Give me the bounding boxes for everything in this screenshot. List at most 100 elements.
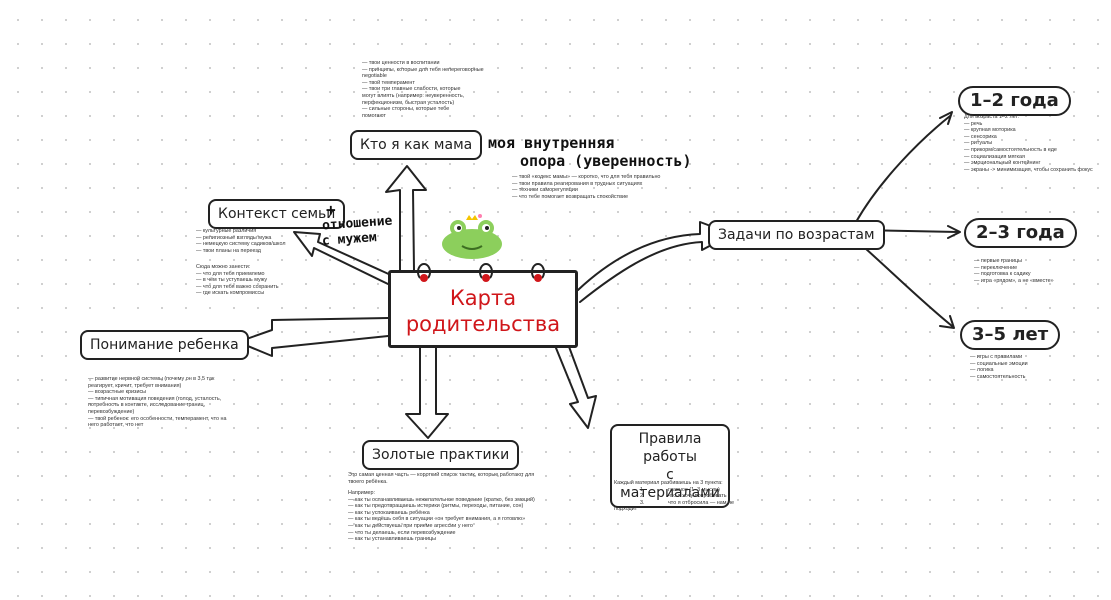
rules-item-text: главное (1–3 мысли) [668,486,720,493]
note-line: — что для тебя приемлемо [196,270,265,277]
note-family-context: — культурные различия— религиозные взгля… [196,228,285,254]
note-age-2-3: — первые границы— переключение— подготов… [974,258,1054,284]
node-golden-practices[interactable]: Золотые практики [362,440,520,470]
note-line: — крупная моторика [964,127,1016,134]
calendar-ring-icon [417,263,431,282]
note-line: — как ты устанавливаешь границы [348,536,437,543]
note-line: — где искать компромиссы [196,290,265,297]
note-line: — как ты предотвращаешь истерики (ритмы,… [348,503,524,510]
note-age-3-5: — игры с правилами— социальные эмоции— л… [970,354,1028,380]
note-line: — сенсорика [964,133,997,140]
note-line: потребность в контакте, исследование гра… [88,402,206,409]
note-line: Например: [348,490,376,496]
inner-support-annotation-line2: опора (уверенность) [520,152,692,170]
note-line: перфекционизм, быстрая усталость) [362,99,455,106]
note-line: — твой темперамент [362,79,415,86]
central-title-line2: родительства [405,312,561,336]
note-line: — твой ребенок: его особенности, темпера… [88,415,227,422]
node-age-tasks[interactable]: Задачи по возрастам [708,220,885,250]
central-title-line1: Карта [449,286,517,310]
note-line: — прикорм/самостоятельность в еде [964,146,1057,153]
note-line: — как ты останавливаешь нежелательное по… [348,496,535,503]
note-line: — твои ценности в воспитании [362,60,440,66]
note-inner-support: — твой «кодекс мамы» — коротко, что для … [512,174,660,200]
note-line: — что тебе помогает возвращать спокойств… [512,193,628,200]
note-line: — в чём ты уступаешь мужу [196,277,268,284]
note-line: — техники саморегуляции [512,187,578,194]
node-understanding-child[interactable]: Понимание ребенка [80,330,249,360]
rules-list-item: 2. что я хочу попробовать [614,493,764,500]
note-line: — речь [964,120,983,127]
central-card-parenting-map[interactable]: Карта родительства [388,263,578,348]
note-line: negotiable [362,73,387,80]
note-line: — что ты делаешь, если перевозбуждение [348,529,456,536]
note-line: — подготовка к садику [974,271,1031,278]
note-line: — религиозные взгляды мужа [196,234,272,241]
rules-intro: Каждый материал разбиваешь на 3 пункта: [614,480,723,486]
node-who-am-i[interactable]: Кто я как мама [350,130,483,160]
note-line: — игры с правилами [970,354,1023,360]
rules-title-line2: с материалами [620,467,720,501]
node-rules-materials[interactable]: Правила работы с материалами [610,424,730,508]
note-line: — как ты действуешь при приеме агрессии … [348,522,473,529]
note-line: твоего ребёнка. [348,478,388,485]
node-age-1-2[interactable]: 1–2 года [958,86,1071,116]
calendar-ring-icon [531,263,545,282]
node-age-3-5[interactable]: 3–5 лет [960,320,1061,350]
note-line: — принципы, которые для тебя непереговор… [362,66,484,73]
note-line: — ритуалы [964,140,993,147]
rules-list-item: 3. что я отбросила — нам не [614,500,764,507]
rules-item-number: 2. [640,493,645,500]
calendar-ring-icon [479,263,493,282]
frog-icon [442,214,502,259]
node-family-context[interactable]: Контекст семьи [208,199,346,229]
inner-support-annotation-line1: моя внутренняя [488,134,615,152]
note-line: — твои правила реагирования в трудных си… [512,180,643,187]
note-line: Для возраста 1–2 лет: [964,114,1020,120]
node-age-2-3[interactable]: 2–3 года [964,218,1077,248]
rules-item-number: 3. [640,499,645,506]
note-line: — что для тебя важно сохранить [196,283,279,290]
note-line: — твой «кодекс мамы» — коротко, что для … [512,174,661,180]
note-line: — немецкую систему садиков/школ [196,241,286,248]
rules-tail: подходит [614,506,638,513]
note-family-husband: Сюда можно занести:— что для тебя приемл… [196,264,279,297]
rules-list-item: 1. главное (1–3 мысли) [614,487,764,494]
note-line: — твои три главные слабости, которые [362,86,461,93]
note-line: реагирует, кричит, требует внимания) [88,382,182,389]
note-rules-materials: Каждый материал разбиваешь на 3 пункта: … [614,480,764,513]
note-line: — переключение [974,264,1018,271]
rules-item-text: что я хочу попробовать [668,493,727,500]
rules-item-text: что я отбросила — нам не [668,499,734,506]
note-line: — типичная мотивация поведения (голод, у… [88,395,222,402]
note-golden-practices: Это самая ценная часть — короткий список… [348,472,534,485]
note-line: — первые границы [974,258,1022,264]
note-line: Это самая ценная часть — короткий список… [348,472,535,478]
note-line: — культурные различия [196,228,257,234]
family-plus-annotation: + [326,200,336,219]
note-line: — как ты успокаиваешь ребёнка [348,509,430,516]
note-line: — самостоятельность [970,373,1026,380]
note-line: Сюда можно занести: [196,264,251,270]
note-line: помогают [362,112,386,119]
note-line: перевозбуждение) [88,408,135,415]
note-line: — эмоциональный контейнинг [964,160,1041,167]
note-line: — экраны -> минимизация, чтобы сохранить… [964,166,1093,173]
note-understanding-child: — развитие нервной системы (почему он в … [88,376,226,429]
note-line: — твои планы на переезд [196,247,261,254]
note-age-1-2: Для возраста 1–2 лет:— речь— крупная мот… [964,114,1093,173]
note-line: него работает, что нет [88,422,144,429]
note-line: могут влиять (например: неуверенность, [362,92,465,99]
note-line: — социализация мягкая [964,153,1025,160]
note-line: — логика [970,367,994,374]
note-who-am-i: — твои ценности в воспитании— принципы, … [362,60,484,119]
note-golden-examples: Например:— как ты останавливаешь нежелат… [348,490,535,543]
note-line: — как ты ведёшь себя в ситуации «он треб… [348,516,526,523]
rules-item-number: 1. [640,486,645,493]
note-line: — социальные эмоции [970,360,1028,367]
note-line: — возрастные кризисы [88,389,147,396]
rules-title-line1: Правила работы [638,431,702,465]
note-line: — развитие нервной системы (почему он в … [88,376,215,382]
note-line: — игра «рядом», а не «вместе» [974,277,1054,284]
note-line: — сильные стороны, которые тебе [362,106,450,113]
